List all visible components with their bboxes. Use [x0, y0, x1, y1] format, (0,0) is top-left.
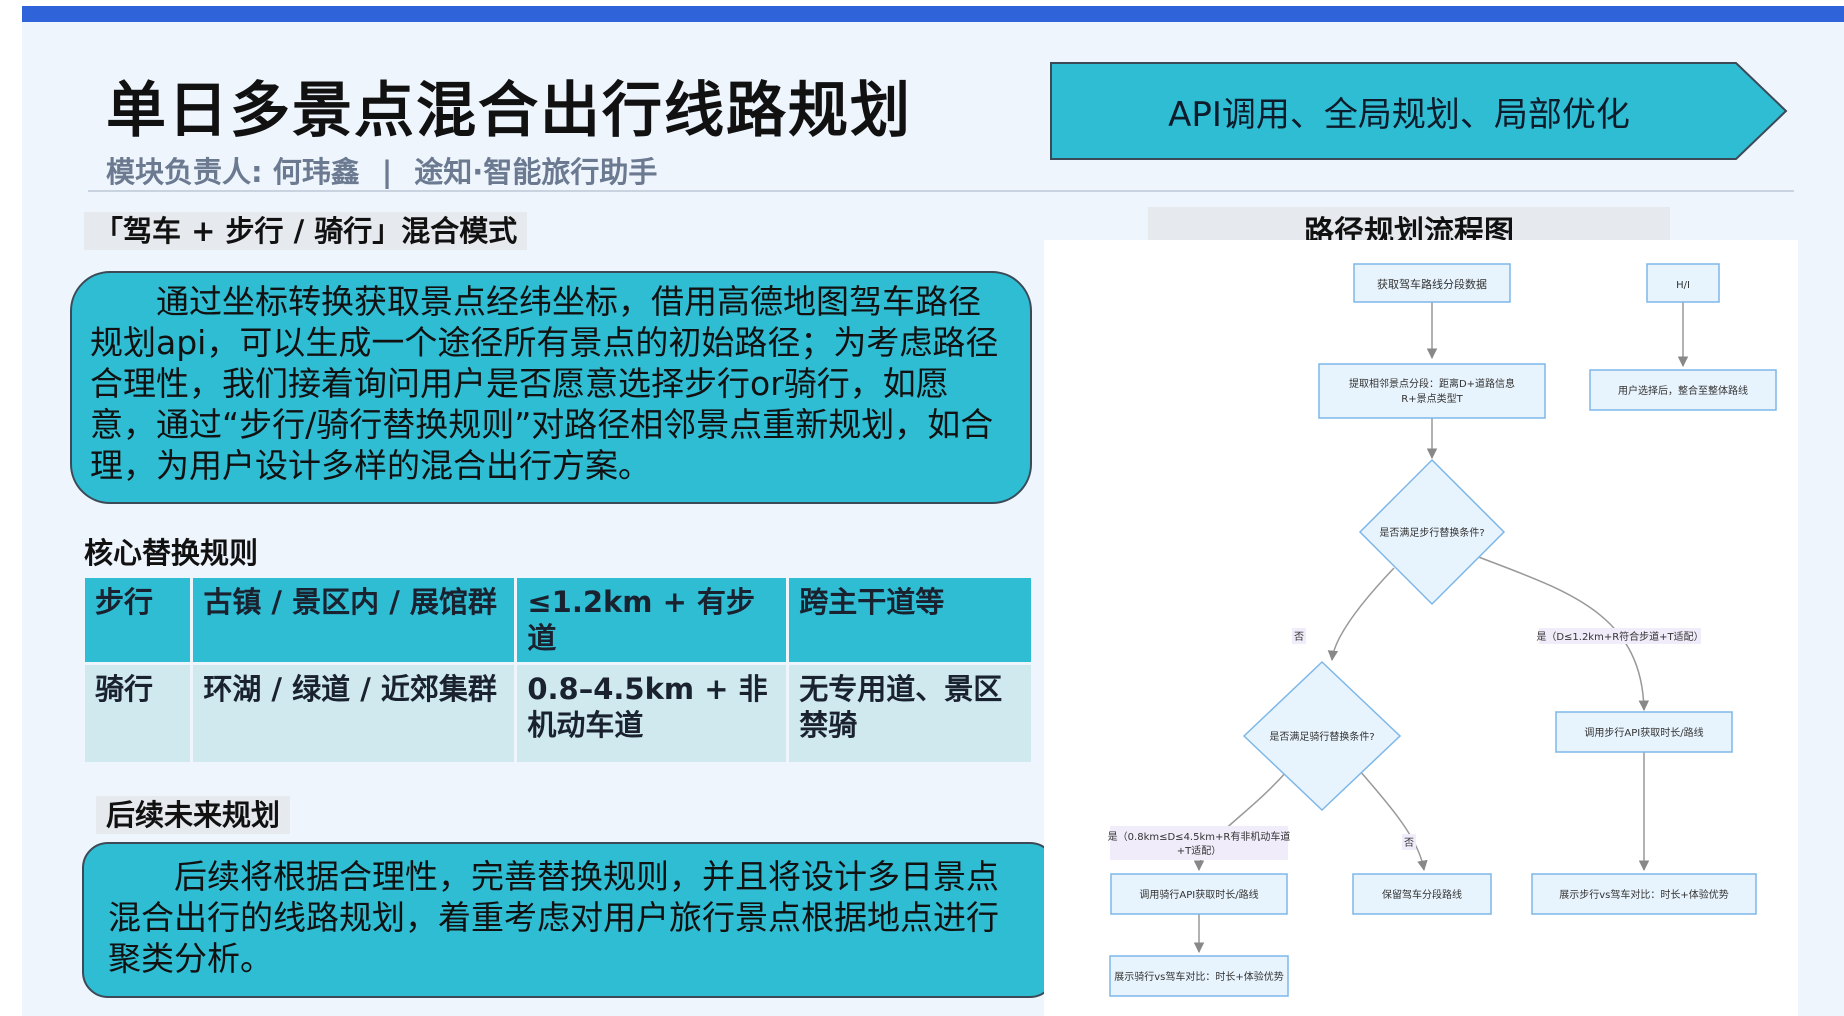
future-section-label: 后续未来规划	[96, 792, 291, 834]
edge-label-walk-yes: 是（D≤1.2km+R符合步道+T适配）	[1536, 628, 1704, 644]
flowchart-diagram: 获取驾车路线分段数据 提取相邻景点分段：距离D+道路信息 R+景点类型T 是否满…	[1108, 263, 1777, 997]
table-cell: 跨主干道等	[789, 578, 1031, 662]
svg-text:展示步行vs驾车对比：时长+体验优势: 展示步行vs驾车对比：时长+体验优势	[1559, 888, 1729, 901]
banner-text: API调用、全局规划、局部优化	[1168, 94, 1630, 135]
slide: 单日多景点混合出行线路规划 模块负责人: 何玮鑫 | 途知·智能旅行助手 API调用…	[22, 6, 1844, 1016]
replacement-rules-table: 步行 古镇 / 景区内 / 展馆群 ≤1.2km + 有步道 跨主干道等 骑行 …	[82, 575, 1034, 765]
edge-walk-yes	[1475, 555, 1650, 712]
table-cell: ≤1.2km + 有步道	[517, 578, 787, 662]
mode-section-label: 「驾车 + 步行 / 骑行」混合模式	[84, 208, 528, 250]
page-subtitle: 模块负责人: 何玮鑫 | 途知·智能旅行助手	[106, 149, 657, 191]
table-cell: 古镇 / 景区内 / 展馆群	[193, 578, 515, 662]
svg-text:用户选择后，整合至整体路线: 用户选择后，整合至整体路线	[1618, 384, 1748, 397]
node-bike-decision: 是否满足骑行替换条件?	[1242, 660, 1402, 812]
svg-text:否: 否	[1294, 631, 1304, 643]
subtitle-owner: 模块负责人: 何玮鑫	[106, 155, 360, 189]
svg-text:是否满足骑行替换条件?: 是否满足骑行替换条件?	[1269, 730, 1374, 743]
node-keep-drive: 保留驾车分段路线	[1352, 873, 1492, 915]
table-cell: 骑行	[85, 665, 191, 762]
node-hi: H/I	[1646, 263, 1720, 303]
top-accent-bar	[22, 6, 1844, 22]
edge-label-bike-yes: 是（0.8km≤D≤4.5km+R有非机动车道 +T适配）	[1108, 826, 1291, 860]
edge-walk-no	[1327, 567, 1395, 662]
node-walk-decision: 是否满足步行替换条件?	[1358, 458, 1506, 606]
svg-text:否: 否	[1404, 837, 1414, 849]
svg-text:R+景点类型T: R+景点类型T	[1401, 392, 1463, 405]
svg-text:调用骑行API获取时长/路线: 调用骑行API获取时长/路线	[1139, 888, 1258, 901]
future-plan-text: 后续将根据合理性，完善替换规则，并且将设计多日景点混合出行的线路规划，着重考虑对…	[108, 857, 999, 978]
node-walk-compare: 展示步行vs驾车对比：时长+体验优势	[1531, 873, 1757, 915]
table-cell: 环湖 / 绿道 / 近郊集群	[193, 665, 515, 762]
table-cell: 无专用道、景区禁骑	[789, 665, 1031, 762]
edge-label-walk-no: 否	[1292, 628, 1306, 644]
keyword-banner: API调用、全局规划、局部优化	[1050, 62, 1788, 160]
edge-label-bike-no: 否	[1402, 834, 1416, 850]
svg-text:保留驾车分段路线: 保留驾车分段路线	[1382, 888, 1462, 901]
svg-text:是否满足步行替换条件?: 是否满足步行替换条件?	[1379, 526, 1484, 539]
svg-text:调用步行API获取时长/路线: 调用步行API获取时长/路线	[1584, 726, 1703, 739]
node-walk-api: 调用步行API获取时长/路线	[1555, 711, 1733, 753]
svg-text:提取相邻景点分段：距离D+道路信息: 提取相邻景点分段：距离D+道路信息	[1349, 377, 1515, 390]
node-merge-route: 用户选择后，整合至整体路线	[1589, 369, 1777, 411]
svg-text:+T适配）: +T适配）	[1177, 845, 1222, 857]
subtitle-product: 途知·智能旅行助手	[414, 155, 658, 189]
subtitle-separator: |	[381, 155, 393, 189]
svg-text:展示骑行vs驾车对比：时长+体验优势: 展示骑行vs驾车对比：时长+体验优势	[1114, 970, 1284, 983]
rules-section-label: 核心替换规则	[84, 536, 259, 570]
table-cell: 步行	[85, 578, 191, 662]
node-get-segments: 获取驾车路线分段数据	[1353, 263, 1511, 303]
svg-text:H/I: H/I	[1676, 280, 1690, 291]
page-title: 单日多景点混合出行线路规划	[106, 76, 912, 146]
mode-description-text: 通过坐标转换获取景点经纬坐标，借用高德地图驾车路径规划api，可以生成一个途径所…	[90, 282, 999, 485]
node-bike-api: 调用骑行API获取时长/路线	[1110, 873, 1288, 915]
svg-text:是（0.8km≤D≤4.5km+R有非机动车道: 是（0.8km≤D≤4.5km+R有非机动车道	[1108, 830, 1291, 843]
edge-bike-no	[1358, 769, 1428, 872]
svg-text:获取驾车路线分段数据: 获取驾车路线分段数据	[1377, 277, 1487, 291]
node-extract-adjacent: 提取相邻景点分段：距离D+道路信息 R+景点类型T	[1318, 363, 1546, 419]
flowchart-panel: 获取驾车路线分段数据 提取相邻景点分段：距离D+道路信息 R+景点类型T 是否满…	[1044, 240, 1798, 1016]
node-bike-compare: 展示骑行vs驾车对比：时长+体验优势	[1109, 955, 1289, 997]
table-cell: 0.8–4.5km + 非机动车道	[517, 665, 787, 762]
table-row-walk: 步行 古镇 / 景区内 / 展馆群 ≤1.2km + 有步道 跨主干道等	[85, 578, 1031, 662]
table-row-bike: 骑行 环湖 / 绿道 / 近郊集群 0.8–4.5km + 非机动车道 无专用道…	[85, 665, 1031, 762]
mode-description-callout: 通过坐标转换获取景点经纬坐标，借用高德地图驾车路径规划api，可以生成一个途径所…	[70, 271, 1032, 504]
future-plan-callout: 后续将根据合理性，完善替换规则，并且将设计多日景点混合出行的线路规划，着重考虑对…	[82, 842, 1056, 998]
title-divider	[88, 190, 1794, 192]
banner-arrow-shape	[1050, 62, 1788, 160]
svg-text:是（D≤1.2km+R符合步道+T适配）: 是（D≤1.2km+R符合步道+T适配）	[1536, 630, 1703, 643]
